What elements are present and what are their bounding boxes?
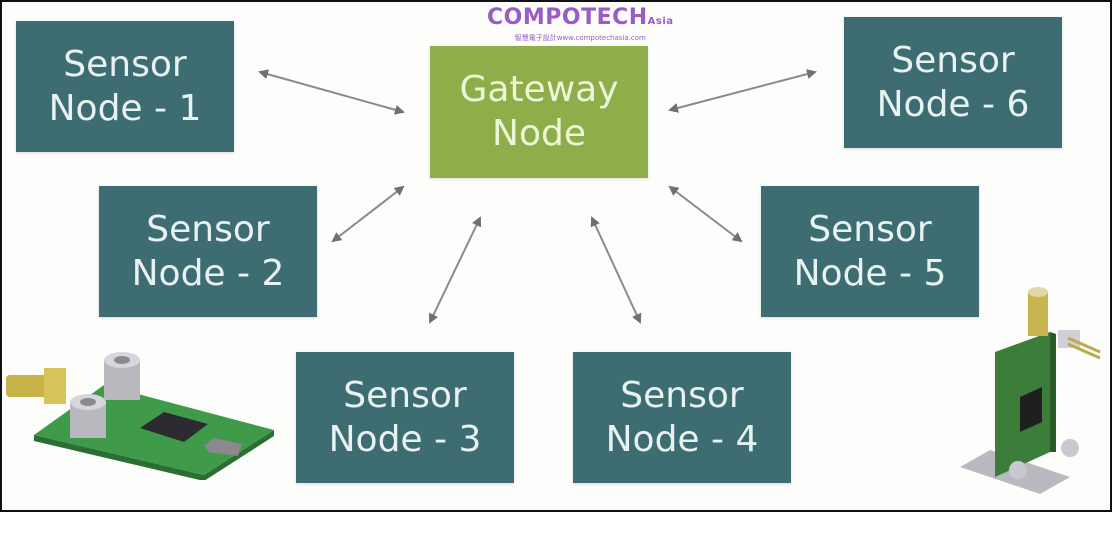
sma-connector-icon bbox=[6, 368, 66, 404]
sensor-label-line2: Node - 4 bbox=[605, 418, 759, 460]
arrow-gateway-sensor-6 bbox=[668, 69, 817, 113]
logo-brand: COMPOTECHAsia bbox=[487, 6, 674, 34]
sensor-label-line1: Sensor bbox=[146, 208, 270, 250]
standoff-icon bbox=[104, 352, 140, 400]
sensor-label-line2: Node - 3 bbox=[328, 418, 482, 460]
sensor-node-5: Sensor Node - 5 bbox=[761, 186, 979, 317]
vertical-pcb-illustration bbox=[960, 287, 1101, 494]
pcb-side bbox=[1050, 332, 1056, 452]
component-icon bbox=[204, 438, 242, 456]
pcb-edge-right bbox=[204, 430, 274, 480]
screw-icon bbox=[1009, 461, 1027, 479]
screw-icon bbox=[1061, 439, 1079, 457]
sensor-label-line1: Sensor bbox=[891, 39, 1015, 81]
sensor-label-line1: Sensor bbox=[620, 374, 744, 416]
logo-brand-text: COMPOTECH bbox=[487, 5, 648, 30]
standoff-icon bbox=[70, 394, 106, 438]
sensor-node-6: Sensor Node - 6 bbox=[844, 17, 1062, 148]
sensor-label-line1: Sensor bbox=[343, 374, 467, 416]
arrow-gateway-sensor-4 bbox=[590, 216, 642, 324]
gateway-label-line2: Node bbox=[492, 113, 586, 154]
sensor-node-3: Sensor Node - 3 bbox=[296, 352, 514, 483]
sensor-node-4: Sensor Node - 4 bbox=[573, 352, 791, 483]
gateway-label-line1: Gateway bbox=[459, 69, 619, 110]
sensor-node-2: Sensor Node - 2 bbox=[99, 186, 317, 317]
sma-connector-icon bbox=[1028, 287, 1048, 336]
logo-tagline: 智慧電子設計www.compotechasia.com bbox=[514, 34, 646, 42]
chip-icon bbox=[1020, 387, 1042, 432]
arrow-gateway-sensor-1 bbox=[258, 69, 405, 115]
sensor-label-line2: Node - 5 bbox=[793, 252, 947, 294]
sensor-label-line2: Node - 6 bbox=[876, 83, 1030, 125]
logo-suffix: Asia bbox=[647, 16, 674, 27]
sensor-node-1: Sensor Node - 1 bbox=[16, 21, 234, 152]
sensor-label-line2: Node - 2 bbox=[131, 252, 285, 294]
pin-header-icon bbox=[1058, 330, 1101, 360]
arrow-gateway-sensor-2 bbox=[331, 185, 405, 243]
compotech-logo: COMPOTECHAsia 智慧電子設計www.compotechasia.co… bbox=[487, 6, 674, 43]
gateway-node: Gateway Node bbox=[430, 46, 648, 178]
sensor-label-line1: Sensor bbox=[63, 43, 187, 85]
pcb-edge bbox=[34, 435, 204, 480]
horizontal-pcb-illustration bbox=[6, 352, 274, 480]
arrow-gateway-sensor-5 bbox=[668, 185, 743, 243]
sensor-label-line2: Node - 1 bbox=[48, 87, 202, 129]
chip-icon bbox=[140, 412, 208, 442]
arrow-gateway-sensor-3 bbox=[428, 216, 482, 324]
sensor-label-line1: Sensor bbox=[808, 208, 932, 250]
